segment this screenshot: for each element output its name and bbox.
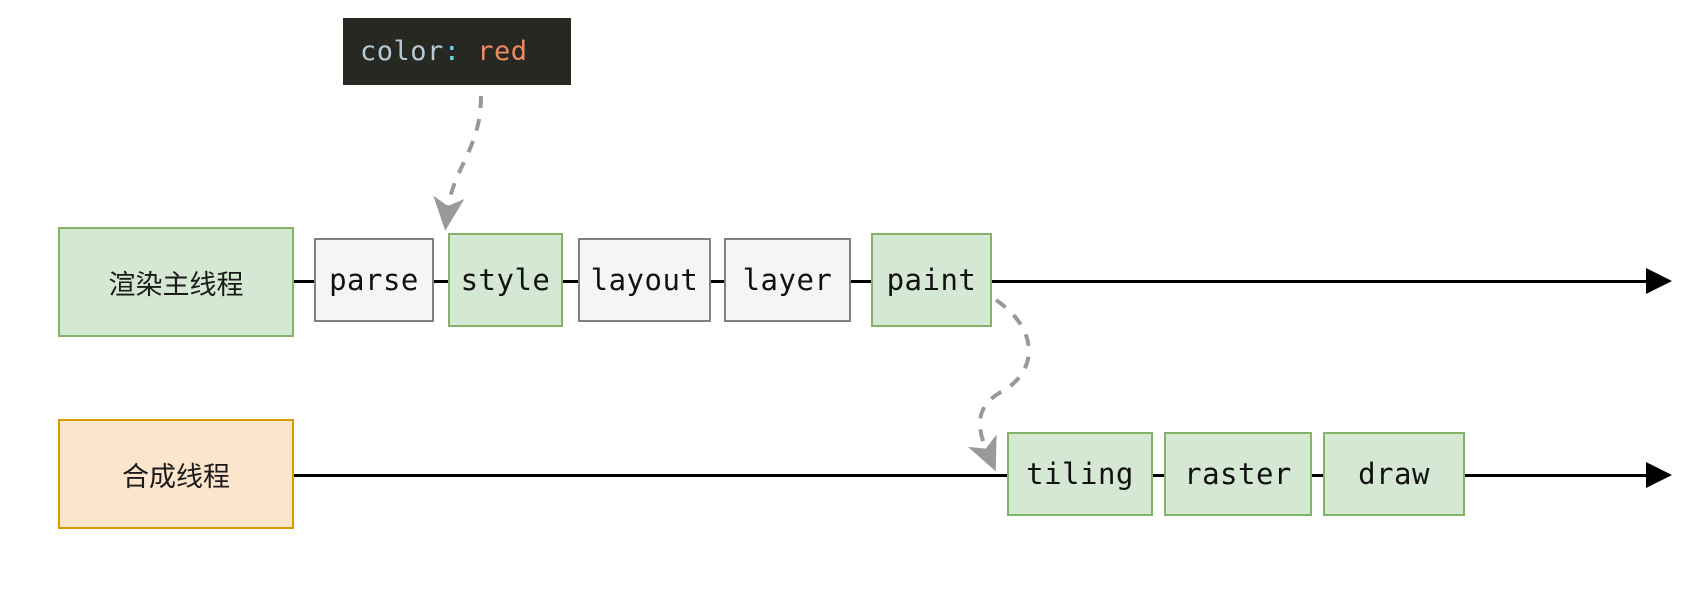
stage-raster[interactable]: raster xyxy=(1164,432,1312,516)
thread-label-compositor: 合成线程 xyxy=(58,419,294,529)
css-value-token: red xyxy=(477,36,528,67)
connector-snippet-to-style xyxy=(433,95,483,231)
stage-parse[interactable]: parse xyxy=(314,238,434,322)
stage-tiling[interactable]: tiling xyxy=(1007,432,1153,516)
timeline-arrowhead-compositor xyxy=(1646,462,1672,488)
stage-layer-label: layer xyxy=(742,263,833,297)
timeline-arrowhead-main xyxy=(1646,268,1672,294)
timeline-axis-compositor xyxy=(294,474,1646,477)
stage-layout-label: layout xyxy=(590,263,699,297)
stage-layout[interactable]: layout xyxy=(578,238,711,322)
stage-style-label: style xyxy=(460,263,551,297)
stage-paint-label: paint xyxy=(886,263,977,297)
code-snippet-block: color: red xyxy=(343,18,571,85)
thread-label-compositor-text: 合成线程 xyxy=(122,461,230,493)
stage-paint[interactable]: paint xyxy=(871,233,992,327)
code-snippet-line: color: red xyxy=(360,38,528,65)
css-colon-token: : xyxy=(443,36,478,67)
css-property-token: color xyxy=(360,36,444,67)
stage-layer[interactable]: layer xyxy=(724,238,851,322)
stage-tiling-label: tiling xyxy=(1026,457,1134,491)
stage-draw[interactable]: draw xyxy=(1323,432,1465,516)
thread-label-main-text: 渲染主线程 xyxy=(108,269,244,301)
stage-raster-label: raster xyxy=(1184,457,1292,491)
stage-draw-label: draw xyxy=(1358,457,1430,491)
stage-style[interactable]: style xyxy=(448,233,563,327)
stage-parse-label: parse xyxy=(329,263,419,297)
thread-label-main: 渲染主线程 xyxy=(58,227,294,337)
